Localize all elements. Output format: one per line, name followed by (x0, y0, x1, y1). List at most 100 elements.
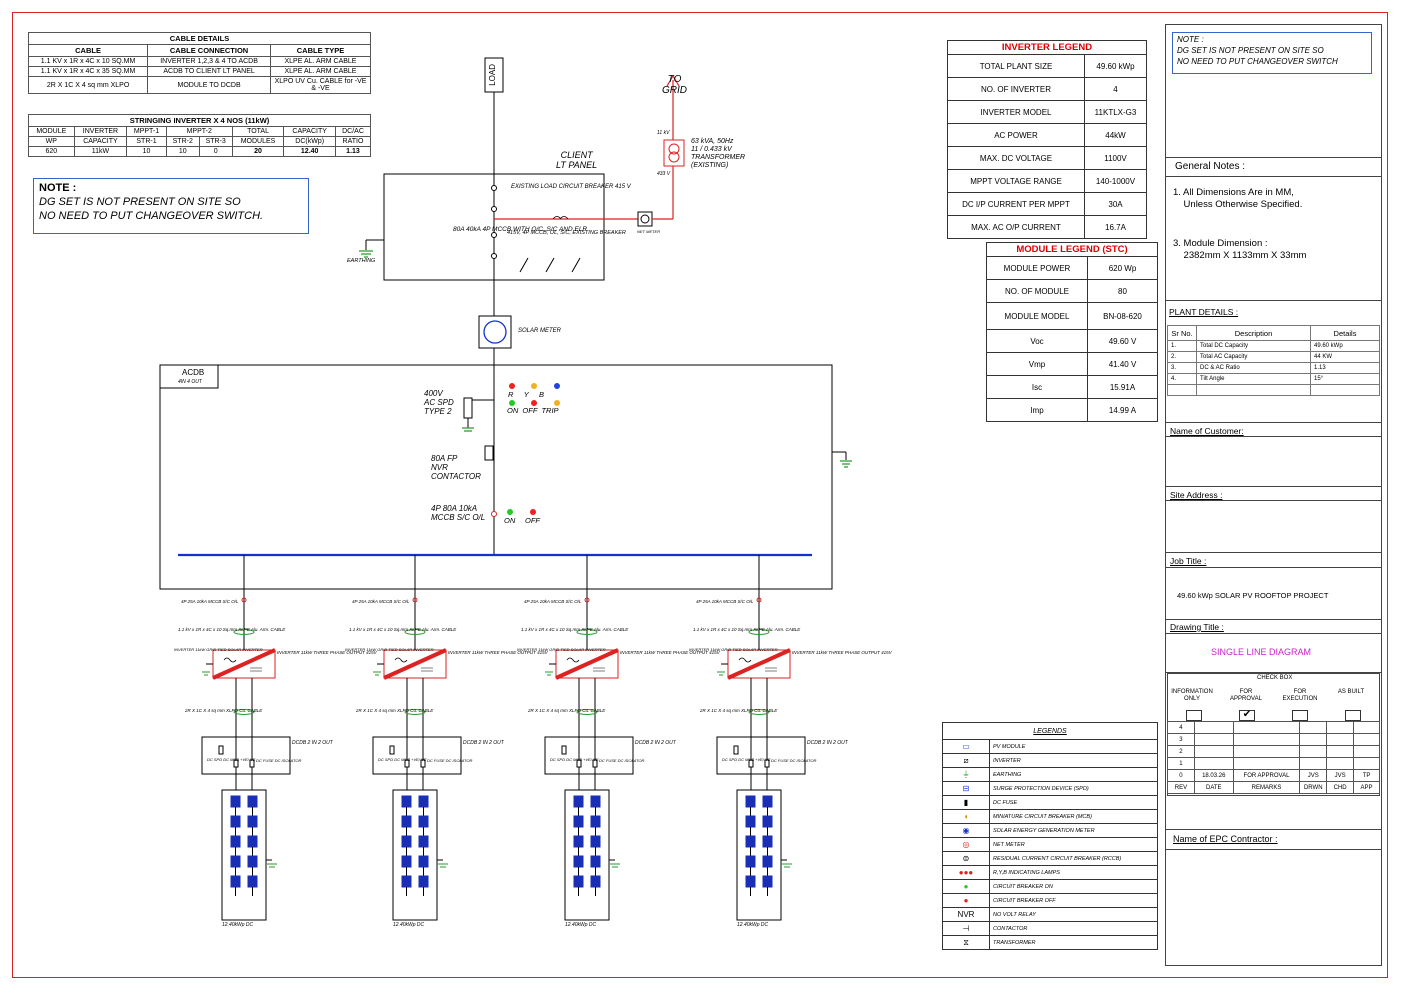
revision-cell (1299, 757, 1328, 770)
existing-breaker-label: EXISTING LOAD CIRCUIT BREAKER 415 V (511, 184, 631, 190)
legends-title: LEGENDS (942, 722, 1158, 740)
legend-symbol-icon: ● (942, 879, 990, 894)
revision-cell (1232, 757, 1301, 770)
legends-panel: LEGENDS ▭PV MODULE⧄INVERTER⏚EARTHING⊟SUR… (942, 722, 1158, 950)
revision-cell: TP (1353, 769, 1380, 782)
pv-module-icon (401, 815, 412, 828)
check-box-title: CHECK BOX (1257, 675, 1293, 681)
plant-cell: 1. (1167, 340, 1197, 352)
pv-module-icon (401, 835, 412, 848)
transformer-icon (668, 143, 680, 155)
revision-cell (1193, 733, 1234, 746)
breaker-on-icon (507, 509, 513, 515)
earthing-icon (438, 863, 448, 868)
plant-header: Description (1196, 325, 1311, 341)
approval-checkbox[interactable]: ✔ (1239, 710, 1255, 721)
revision-header: REV (1167, 781, 1195, 794)
pv-module-icon (762, 835, 773, 848)
revision-cell: JVS (1299, 769, 1328, 782)
module-legend-key: Voc (986, 329, 1088, 353)
divider (1165, 567, 1382, 568)
legend-item-label: PV MODULE (989, 739, 1158, 754)
dc-cable-label: 2R X 1C X 4 sq mm XLPO Cu. CABLE (528, 708, 606, 713)
inverter-dc-symbol (765, 667, 777, 672)
inverter-label-left: INVERTER 11kW GRID TIED SOLAR INVERTER (174, 647, 263, 652)
legend-item-label: CONTACTOR (989, 921, 1158, 936)
dc-spd-icon (218, 745, 224, 755)
revision-cell (1299, 733, 1328, 746)
module-legend-value: 80 (1087, 279, 1158, 303)
solar-meter-label: SOLAR METER (518, 328, 562, 334)
divider (1165, 300, 1382, 301)
pv-module-icon (745, 875, 756, 888)
pv-module-icon (230, 855, 241, 868)
note-title: NOTE : (1177, 35, 1204, 44)
pv-module-icon (247, 835, 258, 848)
earthing-icon (717, 671, 725, 676)
divider (1165, 436, 1382, 437)
dc-spd-icon (561, 745, 567, 755)
legend-item-label: RESIDUAL CURRENT CIRCUIT BREAKER (RCCB) (989, 851, 1158, 866)
revision-cell: 3 (1167, 733, 1195, 746)
inverter-legend-value: 4 (1084, 77, 1147, 101)
string-array-box (564, 789, 610, 921)
note-box-left: NOTE : DG SET IS NOT PRESENT ON SITE SO … (33, 178, 309, 234)
legend-symbol-icon: ⊜ (942, 851, 990, 866)
info-checkbox[interactable] (1186, 710, 1202, 721)
inverter-legend-key: MPPT VOLTAGE RANGE (947, 169, 1085, 193)
inverter-dc-symbol (421, 667, 433, 672)
earthing-label: EARTHING (347, 258, 376, 264)
revision-cell: 2 (1167, 745, 1195, 758)
divider (1165, 486, 1382, 487)
inverter-legend-key: NO. OF INVERTER (947, 77, 1085, 101)
inverter-label: INVERTER 11kW THREE PHASE OUTPUT 415V (448, 650, 548, 655)
inverter-legend-key: AC POWER (947, 123, 1085, 147)
pv-module-icon (590, 835, 601, 848)
stringing-table: STRINGING INVERTER X 4 NOS (11kW) MODULE… (28, 114, 372, 157)
legend-symbol-icon: ●●● (942, 865, 990, 880)
note-line: DG SET IS NOT PRESENT ON SITE SO (1177, 46, 1324, 55)
legend-symbol-icon: ◖ (942, 809, 990, 824)
dcdb-label: DCDB 2 IN 2 OUT (292, 740, 333, 746)
branch-mccb-icon (241, 597, 247, 603)
acdb-mccb-icon (491, 511, 497, 517)
pv-module-icon (401, 875, 412, 888)
pv-module-icon (745, 815, 756, 828)
spd-icon (463, 397, 473, 419)
revision-cell: 4 (1167, 721, 1195, 734)
earthing-icon (202, 671, 210, 676)
revision-cell (1193, 721, 1234, 734)
mccb-contact (491, 253, 497, 259)
pv-module-icon (590, 795, 601, 808)
net-meter-icon (640, 214, 650, 224)
module-legend-value: 41.40 V (1087, 352, 1158, 376)
solar-meter-icon (483, 320, 507, 344)
stringing-cell: 11kW (73, 146, 128, 157)
pv-module-icon (573, 875, 584, 888)
execution-checkbox[interactable] (1292, 710, 1308, 721)
lamp-off-icon (531, 400, 537, 406)
mccb-label: 80A 40kA 4P MCCB WITH O/C, S/C AND ELR (453, 226, 588, 233)
pv-module-icon (247, 855, 258, 868)
branch-cable-label: 1.1 kV x 1R x 4C x 10 Sq.mm XLPE Alu. Ar… (178, 627, 286, 632)
inverter-legend-key: INVERTER MODEL (947, 100, 1085, 124)
breaker-contact (491, 185, 497, 191)
legend-item-label: CIRCUIT BREAKER OFF (989, 893, 1158, 908)
asbuilt-checkbox[interactable] (1345, 710, 1361, 721)
cable-cell: 2R X 1C X 4 sq mm XLPO (27, 76, 149, 94)
array-capacity-label: 12.40kWp DC (222, 922, 254, 928)
dc-fuse-icon (576, 759, 582, 768)
revision-cell: 0 (1167, 769, 1195, 782)
note-line: NO NEED TO PUT CHANGEOVER SWITCH. (39, 210, 264, 222)
pv-module-icon (230, 795, 241, 808)
earthing-icon (840, 460, 852, 468)
legend-item-label: TRANSFORMER (989, 935, 1158, 950)
check-info-label: INFORMATION ONLY (1171, 689, 1213, 702)
earthing-icon (782, 863, 792, 868)
plant-cell: DC & AC Ratio (1196, 362, 1311, 374)
earthing-icon (359, 250, 373, 258)
general-note-3: 3. Module Dimension : 2382mm X 1133mm X … (1173, 238, 1307, 261)
dcdb-label: DCDB 2 IN 2 OUT (807, 740, 848, 746)
module-legend-key: MODULE MODEL (986, 302, 1088, 330)
inverter-legend-title: INVERTER LEGEND (947, 40, 1147, 55)
